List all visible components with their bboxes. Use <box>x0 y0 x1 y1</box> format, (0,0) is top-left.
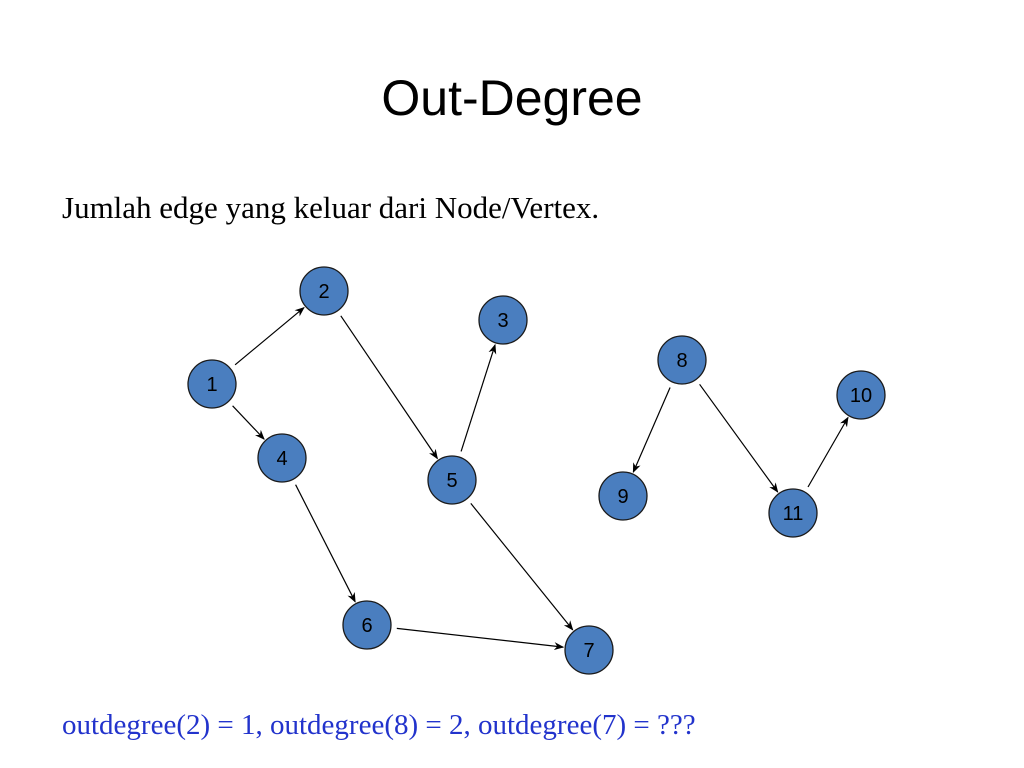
node-label-4: 4 <box>276 448 287 470</box>
node-6: 6 <box>342 600 392 650</box>
node-circle-9 <box>598 471 648 521</box>
node-label-11: 11 <box>783 503 804 525</box>
node-circle-1 <box>187 359 237 409</box>
node-circle-8 <box>657 335 707 385</box>
node-4: 4 <box>257 433 307 483</box>
node-9: 9 <box>598 471 648 521</box>
edge-2-to-5 <box>340 315 438 460</box>
node-3: 3 <box>478 295 528 345</box>
node-2: 2 <box>299 266 349 316</box>
footer-separator-2: , <box>463 709 478 741</box>
node-label-6: 6 <box>361 615 372 637</box>
footer-outdegree-2: outdegree(2) = 1 <box>62 709 256 741</box>
edge-8-to-11 <box>699 383 779 493</box>
node-label-8: 8 <box>676 350 687 372</box>
edges-layer <box>232 306 849 651</box>
slide-subtitle: Jumlah edge yang keluar dari Node/Vertex… <box>62 190 600 225</box>
node-circle-4 <box>257 433 307 483</box>
node-1: 1 <box>187 359 237 409</box>
node-label-3: 3 <box>497 310 508 332</box>
node-10: 10 <box>836 370 886 420</box>
node-circle-3 <box>478 295 528 345</box>
node-circle-2 <box>299 266 349 316</box>
edge-1-to-4 <box>232 405 265 440</box>
footer-outdegree-8: outdegree(8) = 2 <box>270 709 464 741</box>
node-5: 5 <box>427 455 477 505</box>
edge-8-to-9 <box>632 387 671 474</box>
node-11: 11 <box>768 488 818 538</box>
node-label-1: 1 <box>206 374 217 396</box>
node-circle-7 <box>564 625 614 675</box>
edge-6-to-7 <box>396 627 565 651</box>
edge-5-to-7 <box>470 503 574 631</box>
node-label-7: 7 <box>583 640 594 662</box>
node-7: 7 <box>564 625 614 675</box>
edge-4-to-6 <box>295 484 356 603</box>
node-circle-10 <box>836 370 886 420</box>
node-circle-5 <box>427 455 477 505</box>
node-circle-11 <box>768 488 818 538</box>
footer-separator-1: , <box>255 709 270 741</box>
node-label-10: 10 <box>850 385 872 407</box>
edge-11-to-10 <box>807 416 849 488</box>
node-label-9: 9 <box>617 486 628 508</box>
edge-1-to-2 <box>234 306 305 366</box>
footer-text: outdegree(2) = 1, outdegree(8) = 2, outd… <box>62 703 696 747</box>
node-label-2: 2 <box>318 281 329 303</box>
nodes-layer: 1 2 3 4 5 6 7 8 9 10 11 <box>187 266 886 675</box>
slide-title: Out-Degree <box>381 70 643 126</box>
node-8: 8 <box>657 335 707 385</box>
footer-outdegree-7: outdegree(7) = ??? <box>478 709 696 741</box>
edge-5-to-3 <box>460 343 497 452</box>
node-circle-6 <box>342 600 392 650</box>
node-label-5: 5 <box>446 470 457 492</box>
